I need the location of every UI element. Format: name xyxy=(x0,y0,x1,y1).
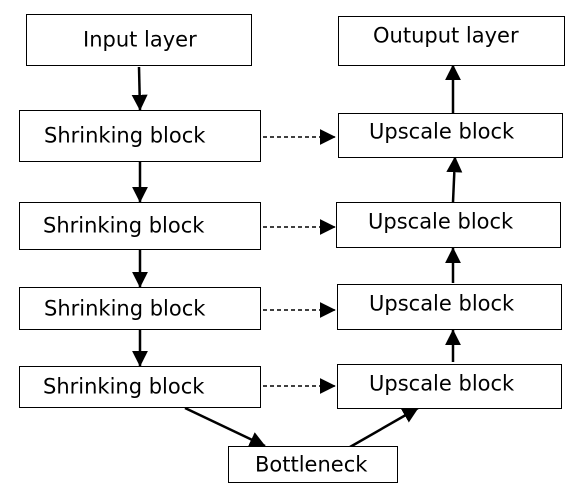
arrow-upscale-2-to-upscale-1 xyxy=(446,156,463,203)
upscale-block-1: Upscale block xyxy=(338,113,563,158)
shrinking-block-label: Shrinking block xyxy=(43,374,205,399)
shrinking-block-label: Shrinking block xyxy=(44,296,206,320)
shrinking-block-2: Shrinking block xyxy=(19,202,261,250)
shrinking-block-label: Shrinking block xyxy=(43,213,205,238)
upscale-block-3: Upscale block xyxy=(337,284,562,330)
arrow-bottleneck-to-upscale-4 xyxy=(349,406,419,449)
arrow-shrink-4-to-bottleneck xyxy=(184,406,266,448)
bottleneck-box: Bottleneck xyxy=(228,446,398,483)
arrow-input-to-shrink-1 xyxy=(131,66,148,111)
upscale-block-2: Upscale block xyxy=(336,202,561,248)
shrinking-block-1: Shrinking block xyxy=(19,110,261,162)
shrinking-block-label: Shrinking block xyxy=(44,123,206,148)
upscale-block-label: Upscale block xyxy=(369,119,515,144)
output-layer-label: Outuput layer xyxy=(373,23,519,48)
upscale-block-4: Upscale block xyxy=(337,364,562,409)
upscale-block-label: Upscale block xyxy=(369,371,515,396)
bottleneck-label: Bottleneck xyxy=(255,452,368,476)
upscale-block-label: Upscale block xyxy=(369,291,515,316)
input-layer-label: Input layer xyxy=(83,27,197,52)
shrinking-block-4: Shrinking block xyxy=(19,366,261,408)
output-layer-box: Outuput layer xyxy=(338,16,565,66)
input-layer-box: Input layer xyxy=(26,14,252,66)
upscale-block-label: Upscale block xyxy=(368,209,514,234)
shrinking-block-3: Shrinking block xyxy=(19,287,261,330)
